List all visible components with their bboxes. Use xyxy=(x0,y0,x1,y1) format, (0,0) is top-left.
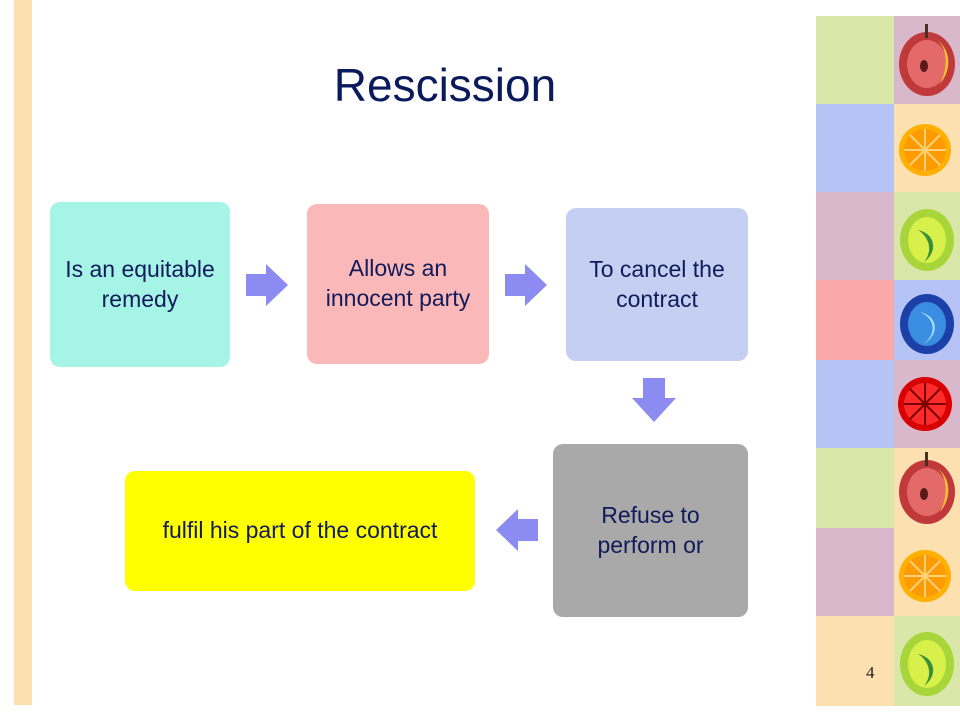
arrow-right-icon xyxy=(246,264,288,306)
flow-step-label: fulfil his part of the contract xyxy=(162,517,438,544)
arrow-right-icon xyxy=(505,264,547,306)
flow-step-equitable-remedy: Is an equitable remedy xyxy=(50,202,230,367)
flow-step-cancel-contract: To cancel the contract xyxy=(566,208,748,361)
arrow-left-icon xyxy=(496,509,538,551)
flow-step-innocent-party: Allows an innocent party xyxy=(307,204,489,364)
flow-step-refuse-to-perform: Refuse to perform or xyxy=(553,444,748,617)
strip-cell xyxy=(816,448,894,528)
orange-slice-icon xyxy=(899,550,951,602)
fruit-decor-strip xyxy=(816,16,960,706)
page-number: 4 xyxy=(866,663,875,682)
red-orange-slice-icon xyxy=(898,377,952,431)
apple-icon xyxy=(899,24,955,96)
strip-cell xyxy=(816,16,894,104)
flow-step-label: Is an equitable remedy xyxy=(65,255,215,312)
apple-icon xyxy=(899,452,955,524)
strip-cell xyxy=(816,104,894,192)
strip-cell xyxy=(816,616,894,706)
left-decor-bar xyxy=(14,0,32,705)
orange-slice-icon xyxy=(899,124,951,176)
flow-step-label: To cancel the contract xyxy=(589,255,725,312)
green-apple-icon xyxy=(900,209,954,271)
flow-step-fulfil-part: fulfil his part of the contract xyxy=(125,471,475,591)
strip-cell xyxy=(816,360,894,448)
blue-apple-icon xyxy=(900,294,954,354)
flow-step-label: Allows an innocent party xyxy=(325,255,471,311)
arrow-down-icon xyxy=(632,378,676,422)
slide-title: Rescission xyxy=(333,59,557,111)
green-apple-icon xyxy=(900,632,954,696)
strip-cell xyxy=(816,528,894,616)
strip-cell xyxy=(816,192,894,280)
strip-cell xyxy=(816,280,894,360)
flow-step-label: Refuse to perform or xyxy=(597,501,704,558)
